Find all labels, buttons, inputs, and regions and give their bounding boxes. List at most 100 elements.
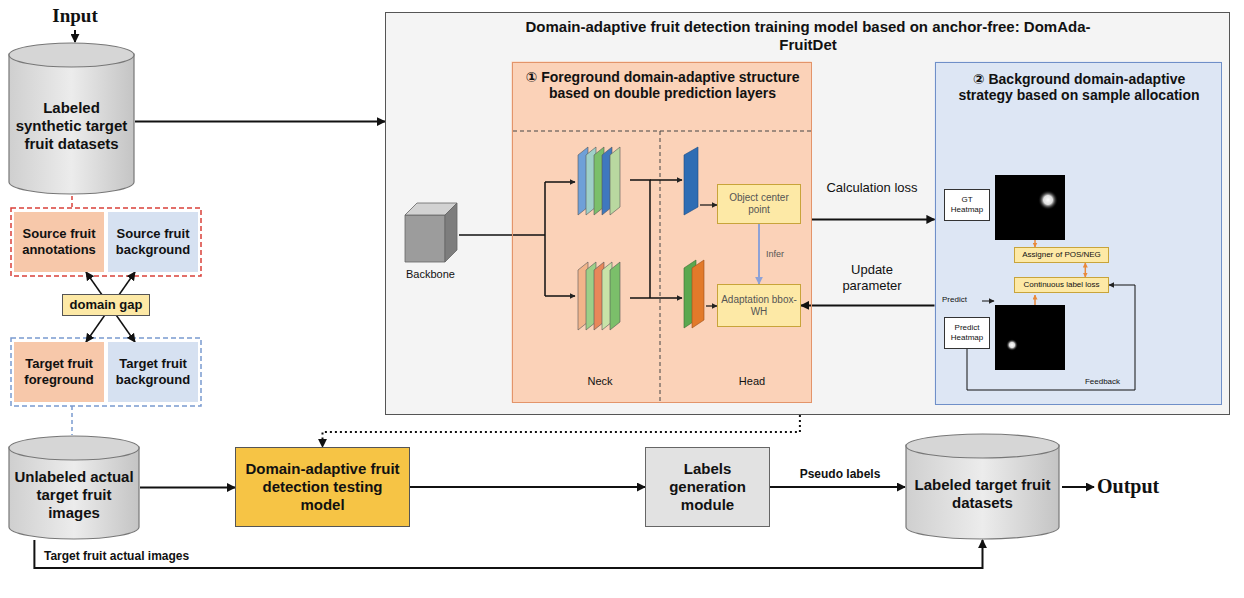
drawing-part	[706, 305, 717, 306]
part-label: Predict	[942, 295, 982, 305]
edge-label: Feedback	[1075, 377, 1130, 387]
node-label: Predict Heatmap	[946, 323, 988, 342]
connector	[323, 415, 800, 447]
domain-box: Source fruit background	[108, 212, 198, 272]
background-panel: ② Background domain-adaptive strategy ba…	[935, 62, 1222, 405]
connector	[410, 486, 645, 488]
node-label: Assigner of POS/NEG	[1016, 250, 1107, 260]
panel-title: ① Foreground domain-adaptive structure b…	[523, 69, 803, 103]
connector	[1085, 263, 1087, 277]
drawing-part	[578, 147, 620, 215]
node-label: GT Heatmap	[946, 195, 988, 214]
cylinder-body	[9, 54, 134, 194]
drawing-part	[71, 196, 73, 208]
drawing-part	[11, 338, 201, 406]
connector	[770, 486, 905, 488]
drawing-part	[545, 181, 575, 183]
node-label: domain gap	[64, 297, 148, 313]
node-label: Labeled target fruit datasets	[911, 476, 1054, 512]
edge-label: Update parameter	[822, 262, 922, 293]
drawing-part	[700, 204, 717, 205]
drawing-part	[71, 406, 73, 435]
part-label: Neck	[575, 375, 625, 388]
panel-fill	[385, 12, 1230, 415]
training-model-panel: Domain-adaptive fruit detection training…	[385, 12, 1230, 415]
node-label: Target fruit foreground	[18, 356, 100, 387]
panel-fill	[935, 62, 1222, 405]
drawing-part	[545, 295, 575, 297]
edge-label: Target fruit actual images	[44, 549, 274, 563]
domain-box: Source fruit annotations	[14, 212, 104, 272]
connector	[801, 304, 935, 306]
cylinder-top	[9, 436, 139, 460]
edge-label: Calculation loss	[822, 180, 922, 196]
cylinder-top	[906, 434, 1059, 458]
drawing-part	[684, 147, 698, 215]
process-box: Assigner of POS/NEG	[1014, 247, 1109, 263]
dataset-cylinder: Labeled synthetic target fruit datasets	[8, 42, 135, 195]
process-box: Labels generation module	[645, 447, 770, 527]
edge-label: Infer	[766, 249, 796, 260]
panel-title: Domain-adaptive fruit detection training…	[508, 18, 1108, 54]
node-label: Target fruit background	[112, 356, 194, 387]
drawing-part	[1062, 486, 1094, 488]
drawing-part	[610, 147, 620, 215]
gap-box: domain gap	[62, 294, 150, 316]
domain-box: Target fruit background	[108, 342, 198, 402]
part-label: Head	[727, 375, 777, 388]
cylinder-body	[9, 447, 139, 539]
connector	[135, 121, 385, 123]
node-label: Unlabeled actual target fruit images	[14, 468, 134, 522]
node-label: Labels generation module	[650, 460, 765, 514]
heatmap-tag: GT Heatmap	[944, 189, 990, 221]
drawing-part	[1034, 295, 1036, 305]
dataset-cylinder: Labeled target fruit datasets	[905, 433, 1060, 540]
node-label: Labeled synthetic target fruit datasets	[14, 99, 129, 153]
drawing-part	[445, 203, 457, 262]
drawing-part	[405, 215, 445, 262]
drawing-part	[578, 262, 620, 330]
node-label: Source fruit background	[112, 226, 194, 257]
drawing-part	[1034, 240, 1036, 247]
connector	[812, 218, 935, 220]
drawing-part	[1038, 190, 1058, 210]
drawing-part	[692, 260, 704, 328]
drawing-part	[459, 182, 545, 296]
drawing-part	[630, 297, 682, 299]
cylinder-top	[9, 43, 134, 67]
drawing-part	[1006, 339, 1018, 351]
node-label: Source fruit annotations	[18, 226, 100, 257]
dataset-cylinder: Unlabeled actual target fruit images	[8, 435, 140, 540]
panel-fill	[512, 62, 812, 403]
cylinder-body	[906, 445, 1059, 539]
drawing-part	[995, 305, 1065, 370]
node-label: Adaptation bbox-WH	[720, 294, 798, 318]
head-output-box: Adaptation bbox-WH	[717, 284, 801, 327]
drawing-part	[982, 301, 994, 302]
panel-title: ② Background domain-adaptive strategy ba…	[951, 71, 1208, 105]
drawing-part	[513, 131, 811, 132]
drawing-part	[660, 131, 661, 401]
panel-fills	[385, 12, 1230, 415]
connector	[758, 224, 760, 284]
drawing-part	[650, 179, 682, 181]
connector	[140, 487, 235, 489]
node-label: Object center point	[720, 192, 798, 216]
edge-label: Pseudo labels	[785, 467, 895, 481]
illustration	[11, 30, 1094, 487]
io-label: Input	[40, 5, 110, 28]
foreground-panel: ① Foreground domain-adaptive structure b…	[512, 62, 812, 403]
drawing-part	[610, 262, 620, 330]
node-label: Continuous label loss	[1016, 280, 1107, 290]
connector	[34, 540, 982, 568]
node-label: Domain-adaptive fruit detection testing …	[240, 460, 405, 514]
drawing-part	[995, 175, 1065, 240]
process-box: Domain-adaptive fruit detection testing …	[235, 447, 410, 527]
process-box: Continuous label loss	[1014, 277, 1109, 293]
head-output-box: Object center point	[717, 184, 801, 224]
drawing-part	[11, 208, 201, 276]
drawing-part	[630, 180, 650, 298]
heatmap-tag: Predict Heatmap	[944, 317, 990, 349]
